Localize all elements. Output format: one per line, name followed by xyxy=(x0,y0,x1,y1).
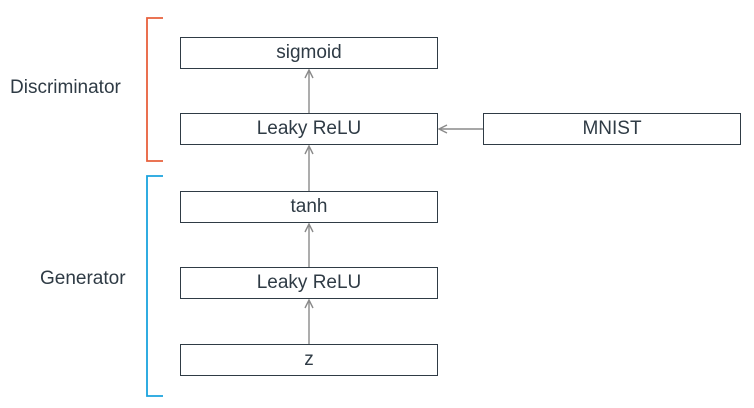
generator-label: Generator xyxy=(40,268,126,289)
discriminator-bracket xyxy=(146,17,163,162)
tanh-node: tanh xyxy=(180,191,438,223)
mnist-node: MNIST xyxy=(483,113,741,145)
z-node: z xyxy=(180,344,438,376)
generator-bracket xyxy=(146,175,163,397)
sigmoid-node: sigmoid xyxy=(180,37,438,69)
leaky-relu-generator-node: Leaky ReLU xyxy=(180,267,438,299)
leaky-relu-discriminator-node: Leaky ReLU xyxy=(180,113,438,145)
discriminator-label: Discriminator xyxy=(10,77,121,98)
